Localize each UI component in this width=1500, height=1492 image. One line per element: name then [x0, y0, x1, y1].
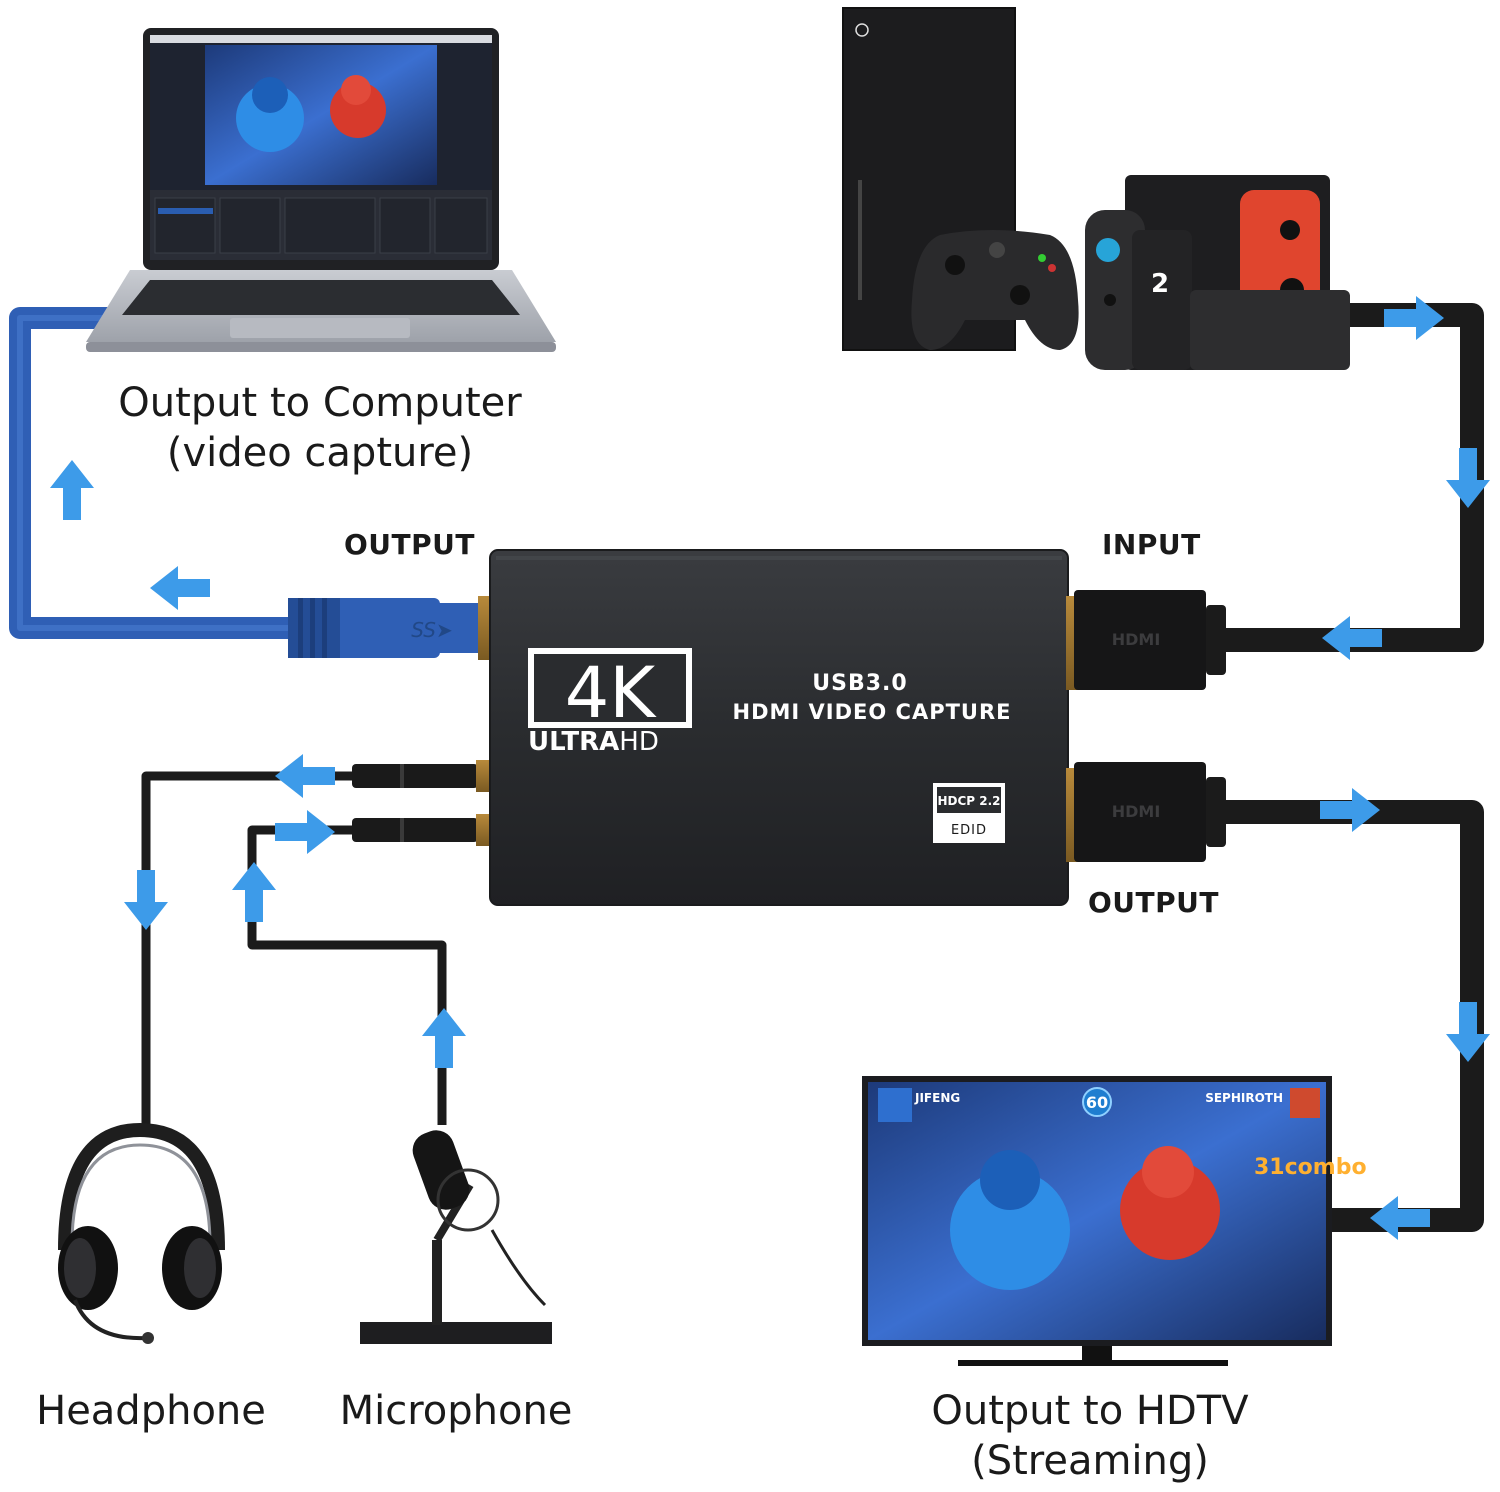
hdmi-output-label: OUTPUT: [1088, 886, 1219, 919]
arrow-left-icon: [150, 566, 210, 610]
hdcp-text: HDCP 2.2: [937, 794, 1000, 808]
device-usb30-text: USB3.0: [812, 671, 907, 696]
badge-4k-text: 4K: [565, 652, 658, 734]
microphone-jack: [352, 814, 490, 846]
player1-name: JIFENG: [914, 1091, 960, 1105]
hdmi-output-mark: HDMI: [1112, 802, 1161, 821]
usb-output-label: OUTPUT: [344, 528, 475, 561]
4k-ultrahd-badge: 4K ULTRAHD: [528, 648, 692, 757]
microphone-caption: Microphone: [339, 1388, 573, 1434]
arrow-left-icon: [1322, 616, 1382, 660]
hdtv-illustration: 60 JIFENG SEPHIROTH 31combo: [862, 1076, 1367, 1366]
hdtv-caption-line2: (Streaming): [971, 1438, 1209, 1484]
arrow-left-icon: [275, 754, 335, 798]
arrow-left-icon: [1370, 1196, 1430, 1240]
arrow-right-icon: [1384, 296, 1444, 340]
arrow-right-icon: [1320, 788, 1380, 832]
usb-ss-mark: SS➤: [411, 618, 452, 642]
microphone-cable: [247, 825, 447, 1125]
switch-logo-text: 2: [1151, 269, 1169, 299]
hdmi-input-label: INPUT: [1102, 528, 1201, 561]
computer-caption-line2: (video capture): [166, 430, 474, 476]
arrow-up-icon: [422, 1008, 466, 1068]
capture-device-body: [489, 549, 1069, 906]
timer-text: 60: [1086, 1093, 1108, 1112]
computer-caption: Output to Computer (video capture): [90, 378, 550, 478]
hdmi-input-mark: HDMI: [1112, 630, 1161, 649]
arrow-right-icon: [275, 810, 335, 854]
arrow-up-icon: [50, 460, 94, 520]
headphone-caption: Headphone: [36, 1388, 266, 1434]
hdtv-caption: Output to HDTV (Streaming): [900, 1386, 1280, 1486]
headphone-jack: [352, 760, 490, 792]
arrow-down-icon: [124, 870, 168, 930]
hdtv-caption-line1: Output to HDTV: [931, 1388, 1249, 1434]
edid-text: EDID: [951, 823, 987, 838]
arrow-up-icon: [232, 862, 276, 922]
headphone-illustration: [58, 1122, 225, 1344]
combo-text: 31combo: [1254, 1155, 1367, 1180]
laptop-illustration: [86, 28, 556, 352]
device-hdmi-capture-text: HDMI VIDEO CAPTURE: [733, 700, 1012, 724]
xbox-controller-illustration: [911, 230, 1079, 350]
badge-ultra-text: ULTRAHD: [528, 727, 659, 757]
nintendo-switch-illustration: 2: [1085, 175, 1350, 370]
computer-caption-line1: Output to Computer: [118, 380, 522, 426]
hdmi-output-plug: HDMI: [1066, 762, 1226, 862]
hdcp-edid-badge: HDCP 2.2 EDID: [933, 783, 1005, 843]
microphone-illustration: [360, 1130, 552, 1344]
hdmi-input-plug: HDMI: [1066, 590, 1226, 690]
player2-name: SEPHIROTH: [1205, 1091, 1283, 1105]
usb-plug: SS➤: [288, 596, 490, 660]
